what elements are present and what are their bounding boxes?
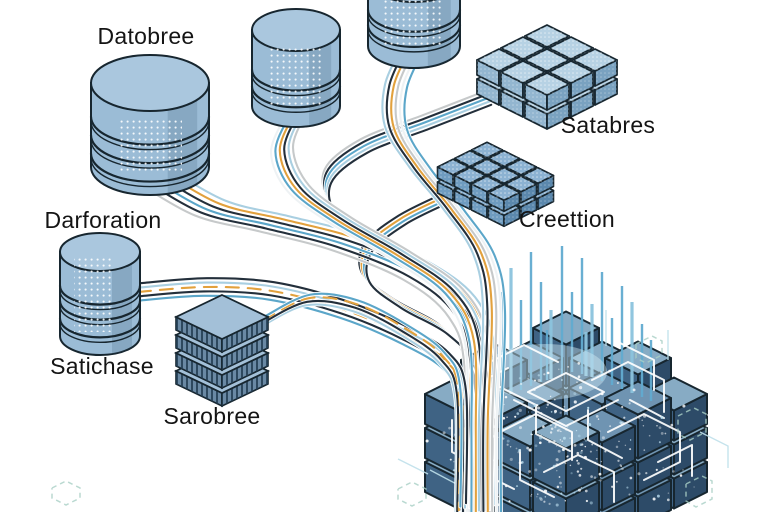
data-rod-icons (500, 246, 653, 401)
sarobree-cables (257, 291, 464, 512)
label-darforation: Darforation (44, 207, 161, 233)
darforation-database-icon (58, 232, 142, 356)
ghost-outline-icons (51, 335, 713, 508)
source-node-icons (58, 0, 618, 408)
creettion-cube-grid-icon (436, 141, 555, 228)
label-datobree: Datobree (97, 23, 194, 49)
label-sarobree: Sarobree (163, 403, 260, 429)
glow-patch (483, 344, 607, 400)
cable-bundles (134, 42, 508, 512)
database3-cables (380, 42, 508, 512)
database-icon-2 (250, 8, 342, 128)
scene-root (51, 0, 729, 512)
label-creettion: Creettion (519, 206, 615, 232)
database-icon-3 (366, 0, 462, 69)
label-satabres: Satabres (561, 112, 655, 138)
database2-cables (269, 109, 492, 512)
node-labels: Datobree Darforation Satichase Sarobree … (44, 23, 655, 429)
datobree-database-icon (89, 54, 211, 196)
label-satichase: Satichase (50, 353, 154, 379)
sarobree-plate-stack-icon (173, 294, 271, 408)
satabres-cube-grid-icon (476, 24, 618, 130)
